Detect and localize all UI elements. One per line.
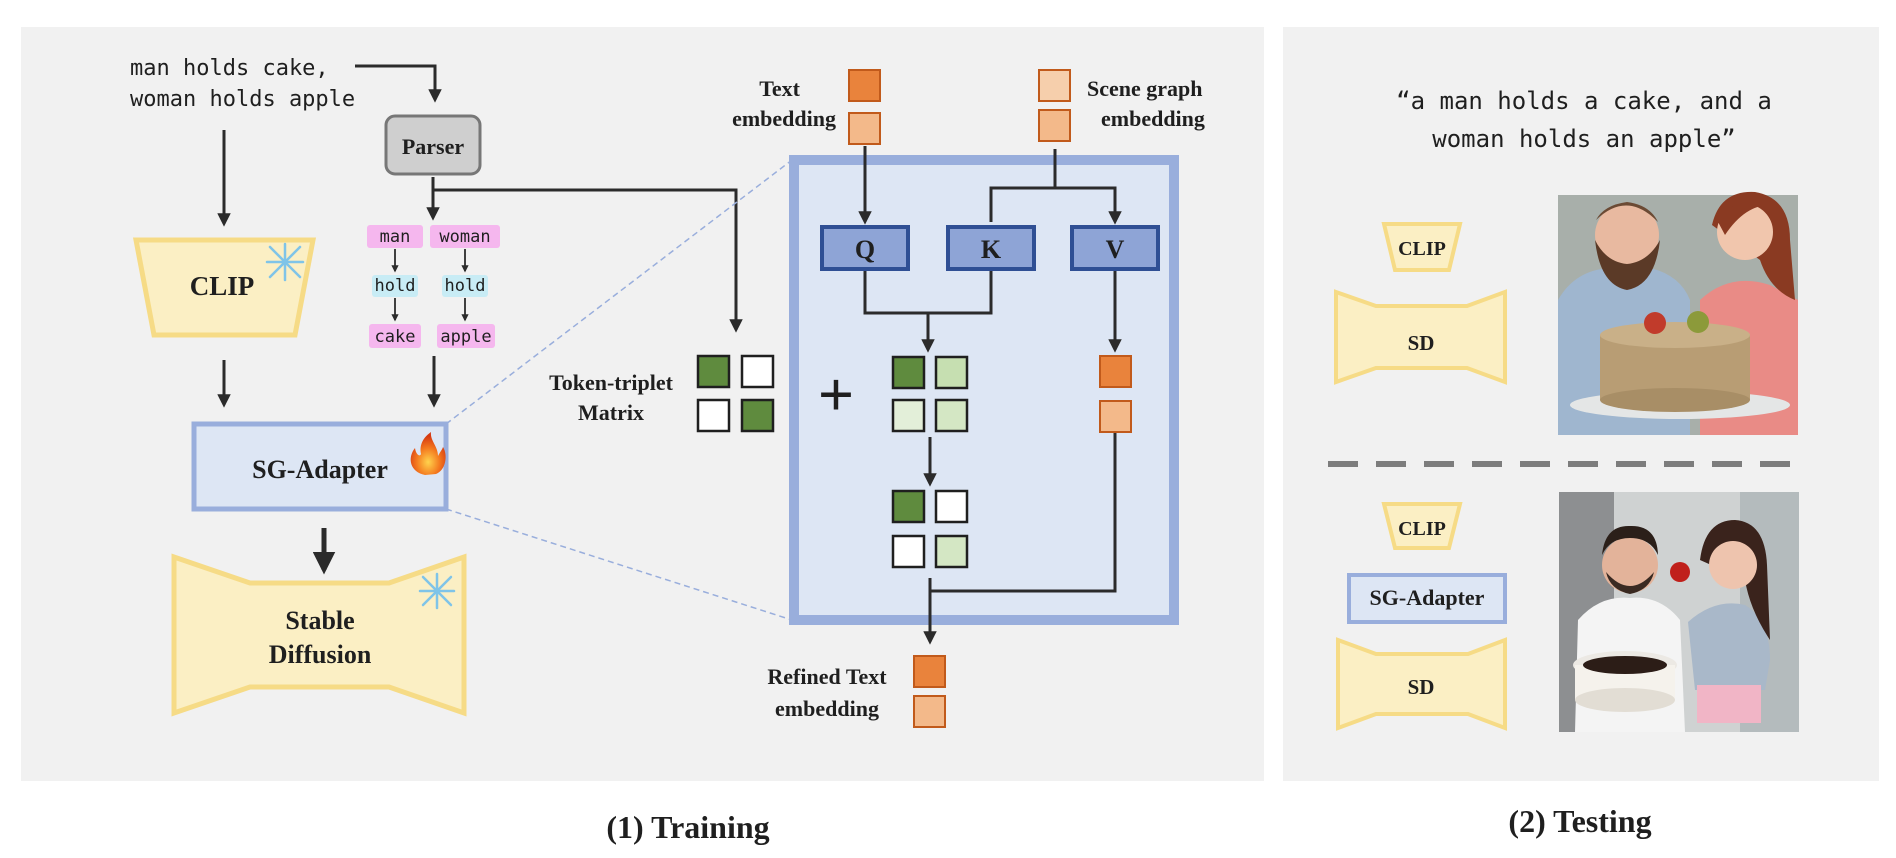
- graph-node-subject-1: [367, 225, 423, 248]
- token-triplet-line1: Token-triplet: [549, 370, 674, 395]
- arrow-input-to-parser: [355, 64, 442, 103]
- training-caption: (1) Training: [606, 809, 769, 845]
- text-embedding-line1: Text: [759, 76, 800, 101]
- test-prompt-line1: “a man holds a cake, and a: [1396, 87, 1772, 115]
- value-token-light: [1099, 400, 1132, 433]
- clip-label: CLIP: [190, 271, 255, 301]
- parser-label: Parser: [402, 134, 465, 159]
- key-box: [946, 225, 1036, 271]
- input-text-line1: man holds cake,: [130, 56, 329, 81]
- fire-icon: [410, 432, 446, 475]
- test-sd-label-1: SD: [1408, 331, 1435, 355]
- text-embedding-line2: embedding: [732, 106, 836, 131]
- test-sd-label-2: SD: [1408, 675, 1435, 699]
- input-text-line2: woman holds apple: [130, 87, 355, 112]
- stable-diffusion-unet: [171, 553, 467, 717]
- snowflake-icon: [418, 572, 456, 610]
- sg-adapter-label: SG-Adapter: [252, 455, 388, 484]
- refined-line2: embedding: [775, 696, 879, 721]
- value-box: [1070, 225, 1160, 271]
- test-clip-encoder-1: [1381, 222, 1463, 272]
- arrow-value-merge: [930, 433, 1117, 593]
- graph-object-2-label: apple: [440, 327, 491, 347]
- snowflake-icon: [265, 242, 305, 282]
- refined-token-light: [913, 695, 946, 728]
- value-label: V: [1106, 235, 1125, 264]
- token-triplet-line2: Matrix: [578, 400, 644, 425]
- graph-node-object-2: [437, 324, 495, 348]
- stable-diffusion-line2: Diffusion: [269, 640, 372, 669]
- masked-attention-matrix: [891, 489, 969, 569]
- refined-token-dark: [913, 655, 946, 688]
- test-sd-unet-2: [1336, 637, 1507, 731]
- test-sg-adapter-box: [1347, 573, 1507, 624]
- sg-embedding-line1: Scene graph: [1087, 76, 1203, 101]
- query-box: [820, 225, 910, 271]
- sg-embedding-line2: embedding: [1101, 106, 1205, 131]
- graph-node-relation-2: [442, 275, 488, 297]
- text-embedding-token-dark: [848, 69, 881, 102]
- token-triplet-matrix: [696, 354, 775, 433]
- test-clip-label-2: CLIP: [1398, 518, 1446, 540]
- generated-image-sg-adapter: [1559, 492, 1799, 732]
- arrow-qk-to-attention: [863, 271, 993, 350]
- parser-box: [384, 114, 482, 176]
- stable-diffusion-line1: Stable: [285, 606, 354, 635]
- graph-relation-2-label: hold: [445, 276, 486, 296]
- test-prompt-line2: woman holds an apple”: [1432, 125, 1735, 153]
- graph-node-object-1: [369, 324, 421, 348]
- test-clip-encoder-2: [1381, 502, 1463, 550]
- text-embedding-token-light: [848, 112, 881, 145]
- plus-symbol: +: [818, 359, 854, 430]
- graph-node-subject-2: [430, 225, 500, 248]
- graph-relation-1-label: hold: [375, 276, 416, 296]
- testing-caption: (2) Testing: [1508, 803, 1651, 839]
- test-clip-label-1: CLIP: [1398, 238, 1446, 260]
- key-label: K: [981, 235, 1002, 264]
- arrow-sg-to-kv: [989, 149, 1115, 222]
- graph-node-relation-1: [372, 275, 418, 297]
- query-label: Q: [855, 235, 875, 264]
- test-sg-adapter-label: SG-Adapter: [1370, 585, 1485, 610]
- arrow-parser-to-matrix: [433, 188, 743, 333]
- graph-subject-1-label: man: [380, 227, 411, 247]
- clip-encoder: [132, 237, 317, 338]
- graph-subject-2-label: woman: [439, 227, 490, 247]
- attention-matrix: [891, 355, 969, 433]
- refined-line1: Refined Text: [767, 664, 887, 689]
- zoom-guide-bottom: [445, 508, 793, 621]
- sg-adapter-box: [191, 421, 449, 512]
- zoom-guide-top: [445, 159, 793, 425]
- graph-object-1-label: cake: [375, 327, 416, 347]
- generated-image-baseline: [1558, 191, 1798, 435]
- sg-embedding-token-light: [1038, 69, 1071, 102]
- value-token-dark: [1099, 355, 1132, 388]
- test-sd-unet-1: [1334, 289, 1507, 385]
- sg-embedding-token-mid: [1038, 109, 1071, 142]
